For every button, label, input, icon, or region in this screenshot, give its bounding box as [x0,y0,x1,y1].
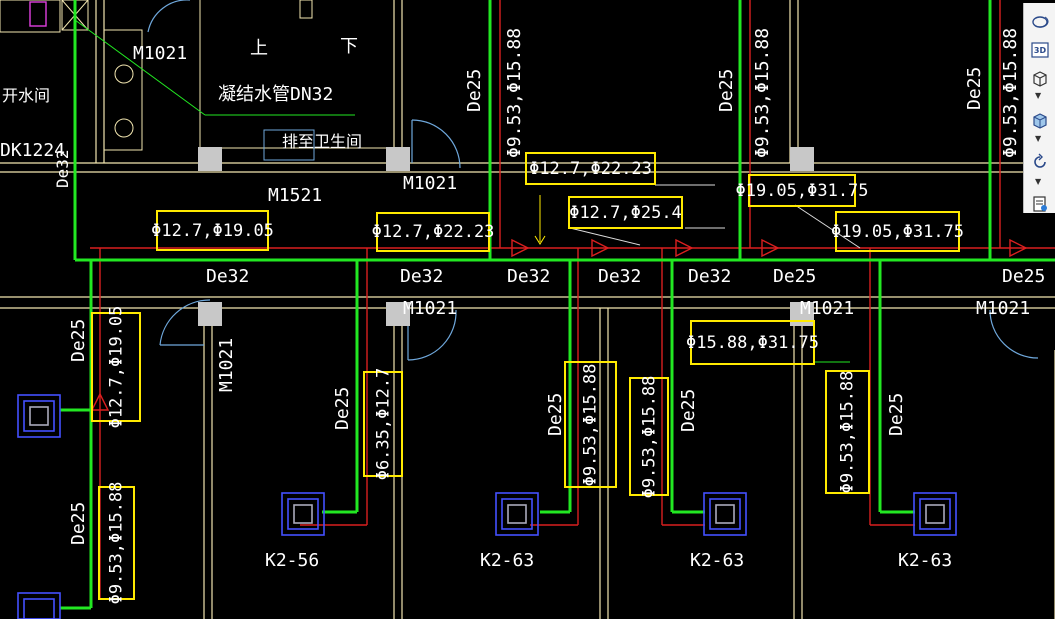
refrigerant-tag-text: Φ6.35,Φ12.7 [373,367,393,481]
refrigerant-tag[interactable]: Φ9.53,Φ15.88 [629,375,669,498]
condensate-pipe-label: 凝结水管DN32 [218,84,334,105]
refrigerant-tag-text: Φ12.7,Φ19.05 [106,305,127,429]
refrigerant-tag[interactable]: Φ12.7,Φ19.05 [151,210,274,251]
pipe-label-phi-top-v1: Φ9.53,Φ15.88 [504,27,525,158]
indoor-unit-5 [703,492,747,536]
refrigerant-tag[interactable]: Φ12.7,Φ19.05 [91,306,141,428]
flow-arrows [90,238,1028,411]
refrigerant-tag-text: Φ9.53,Φ15.88 [106,481,127,605]
unit-label: K2-56 [265,550,320,571]
pipe-label-de32-d: De32 [598,266,642,287]
refrigerant-tag-text: Φ19.05,Φ31.75 [735,180,869,201]
refrigerant-tag-text: Φ9.53,Φ15.88 [639,375,660,498]
refrigerant-tag[interactable]: Φ19.05,Φ31.75 [735,174,869,207]
refrigerant-tag[interactable]: Φ12.7,Φ22.23 [525,152,656,185]
pipe-label-de25-mid3: De25 [678,388,699,432]
unit-label: K2-63 [690,550,745,571]
pipe-label-de25-top2: De25 [716,68,737,112]
pipe-label-de25-right: De25 [886,392,907,436]
refrigerant-tag[interactable]: Φ9.53,Φ15.88 [564,361,617,488]
pipe-label-phi-top-v2: Φ9.53,Φ15.88 [752,27,773,158]
refrigerant-tag-text: Φ9.53,Φ15.88 [580,363,601,486]
orbit-icon[interactable] [1028,11,1052,33]
indoor-unit-4 [495,492,539,536]
refrigerant-tag-text: Φ12.7,Φ19.05 [151,220,274,241]
top-room-details [0,0,394,161]
refrigerant-tag[interactable]: Φ19.05,Φ31.75 [831,211,964,252]
stair-up-label: 上 [250,38,268,59]
stair-down-label: 下 [340,36,358,57]
pipe-label-de25-top1: De25 [464,68,485,112]
pipe-label-de32-e: De32 [688,266,732,287]
top-left-marker [29,1,47,27]
refrigerant-pipes [90,0,1055,600]
door-label-m1021-vertical: M1021 [216,337,237,392]
refrigerant-tag[interactable]: Φ12.7,Φ22.23 [372,212,494,252]
pipe-label-de25-h2: De25 [1002,266,1046,287]
pipe-label-de32-c: De32 [507,266,551,287]
pipe-label-de25-h1: De25 [773,266,817,287]
pipe-label-phi-top-v3: Φ9.53,Φ15.88 [1000,27,1021,158]
refrigerant-tag-text: Φ19.05,Φ31.75 [830,221,965,242]
refrigerant-tag-text: Φ15.88,Φ31.75 [685,332,820,353]
refrigerant-tag[interactable]: Φ12.7,Φ25.4 [568,196,683,229]
pipe-label-de32-b: De32 [400,266,444,287]
pipe-label-de25-top3: De25 [964,66,985,110]
door-label-m1021-low2: M1021 [800,298,855,319]
refrigerant-tag[interactable]: Φ9.53,Φ15.88 [825,370,870,494]
columns [198,147,814,326]
door-label-m1521: M1521 [268,185,323,206]
refrigerant-tag-text: Φ9.53,Φ15.88 [837,370,858,494]
door-arcs [147,0,1039,361]
door-label-m1021-top: M1021 [133,43,188,64]
cube-wireframe-icon[interactable] [1028,67,1052,89]
indoor-units [17,394,957,619]
door-label-m1021-low1: M1021 [403,298,458,319]
indoor-unit-1 [17,394,61,438]
properties-icon[interactable] [1028,193,1052,215]
rotate-icon[interactable] [1028,151,1052,173]
window-label-dk1224: DK1224 [0,140,66,161]
door-label-m1021-right: M1021 [976,298,1031,319]
pipe-label-de25-left2: De25 [68,501,89,545]
refrigerant-tag[interactable]: Φ6.35,Φ12.7 [363,368,403,480]
refrigerant-tag-text: Φ12.7,Φ22.23 [529,158,652,179]
pipe-label-de25-mid2: De25 [545,392,566,436]
chevron-down-icon[interactable]: ▼ [1035,134,1042,143]
pipe-label-de32-left: De32 [53,149,72,188]
refrigerant-tag-text: Φ12.7,Φ22.23 [371,222,495,242]
leader-lines [74,19,861,363]
indoor-unit-6 [913,492,957,536]
pipe-label-de25-mid1: De25 [332,386,353,430]
chevron-down-icon[interactable]: ▼ [1035,177,1042,186]
refrigerant-tag[interactable]: Φ9.53,Φ15.88 [98,482,135,604]
pipe-label-de25-left1: De25 [68,318,89,362]
room-label-kaishuijian: 开水间 [2,86,51,105]
refrigerant-tag[interactable]: Φ15.88,Φ31.75 [686,320,819,365]
view-3d-icon[interactable]: 3D [1028,39,1052,61]
unit-label: K2-63 [480,550,535,571]
view-3d-label: 3D [1033,45,1047,55]
chevron-down-icon[interactable]: ▼ [1035,91,1042,100]
indoor-unit-3 [281,492,325,536]
view-toolbar: 3D ▼ ▼ ▼ [1023,3,1055,213]
drain-to-toilet-label: 排至卫生间 [282,132,363,151]
door-label-m1021-mid: M1021 [403,173,458,194]
refrigerant-tag-text: Φ12.7,Φ25.4 [569,202,682,223]
indoor-unit-2 [17,592,61,619]
unit-label: K2-63 [898,550,953,571]
cube-shaded-icon[interactable] [1028,109,1052,131]
pipe-label-de32-a: De32 [206,266,250,287]
